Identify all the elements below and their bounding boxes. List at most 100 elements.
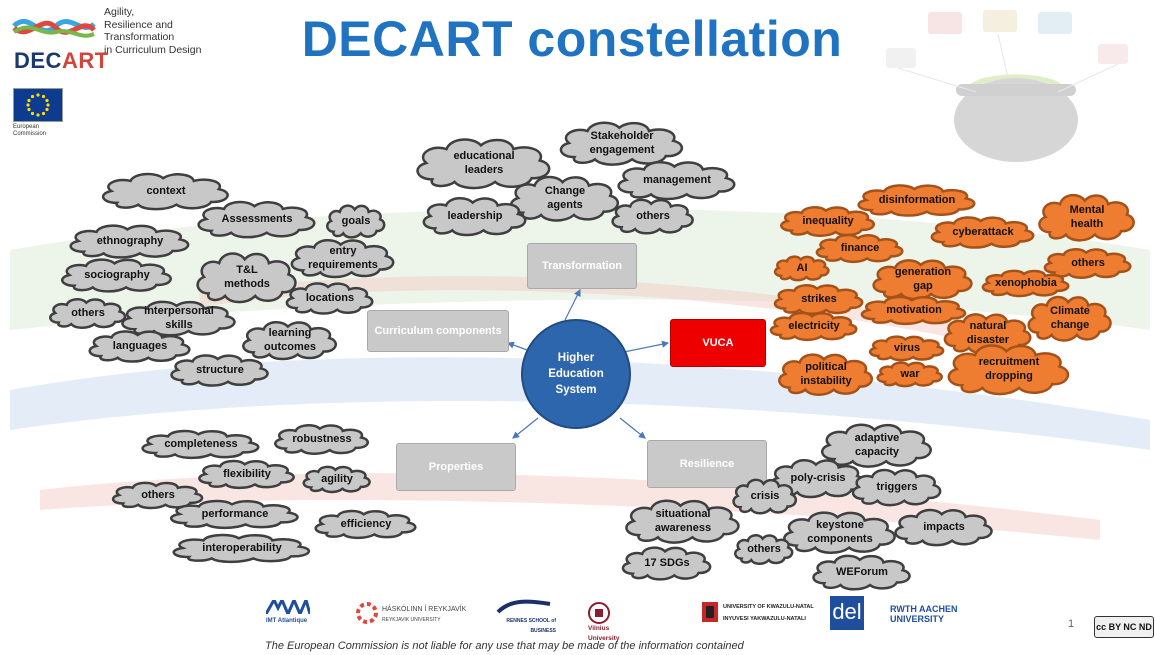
cloud-completeness: completeness [136,428,266,460]
cloud-generation-gap: generation gap [868,256,978,302]
cloud-virus: virus [866,334,948,362]
partner-label: UNIVERSITY OF KWAZULU-NATAL [723,604,814,610]
cloud-shape [866,334,948,362]
cloud-ai: AI [772,254,832,282]
cloud-natural-disaster: natural disaster [940,310,1036,356]
cloud-shape [730,476,800,516]
cloud-label: structure [196,364,244,376]
cloud-shape [890,506,998,548]
cloud-shape [192,198,322,240]
cloud-shape [620,496,746,546]
cloud-climate-change: Climate change [1024,292,1116,344]
cloud-label: others [71,307,105,319]
cloud-others-vuca: others [1040,246,1136,280]
cloud-shape [848,466,946,508]
cloud-label: others [747,543,781,555]
cloud-label: languages [112,340,168,352]
logo-del: del [830,596,864,630]
category-curriculum-components: Curriculum components [367,310,509,352]
cloud-shape [505,172,625,224]
decart-logo-text: DECART [14,48,109,73]
cloud-weforum: WEForum [808,552,916,592]
imt-mark-icon [264,595,312,618]
rennes-mark-icon [496,599,551,614]
cloud-shape [778,508,902,556]
center-higher-education-system: Higher Education System [521,319,631,429]
cloud-label: Climate change [1050,305,1090,331]
cloud-management: management [612,158,742,202]
partner-label: RENNES SCHOOL of BUSINESS [506,618,556,634]
cloud-label: entry requirements [308,245,378,271]
cloud-performance: performance [164,498,306,530]
partner-label: Vilnius University [588,625,620,642]
tagline-line: Agility, [104,6,135,18]
cloud-shape [324,202,388,240]
cloud-shape [618,544,716,582]
cloud-shape [410,134,558,192]
cloud-shape [194,458,300,490]
cloud-label: political instability [800,361,852,387]
cloud-goals: goals [324,202,388,240]
category-vuca: VUCA [670,319,766,367]
cloud-label: robustness [292,433,352,445]
cloud-shape [612,158,742,202]
cloud-shape [96,170,236,212]
cloud-shape [418,194,532,238]
slide-title: DECART constellation [301,11,843,67]
decart-logo-mark [12,18,96,38]
cloud-assessments: Assessments [192,198,322,240]
cloud-label: Change agents [544,185,586,211]
cloud-shape [64,222,196,260]
cloud-shape [1024,292,1116,344]
cloud-label: war [900,368,920,380]
cloud-label: T&L methods [224,264,270,290]
cloud-shape [46,296,130,330]
cloud-robustness: robustness [270,422,374,456]
arrow-curriculum [506,341,528,351]
cloud-efficiency: efficiency [310,508,422,540]
cloud-label: completeness [164,438,238,450]
logo-rwth-aachen: RWTH AACHEN UNIVERSITY [890,604,964,624]
cloud-label: adaptive capacity [854,432,900,458]
cloud-label: natural disaster [966,320,1010,346]
arrow-transformation [564,288,581,321]
cloud-label: inequality [802,215,854,227]
cloud-situational-awareness: situational awareness [620,496,746,546]
cloud-shape [812,232,908,264]
partner-label: REYKJAVIK UNIVERSITY [382,617,441,623]
category-resilience: Resilience [647,440,767,488]
cloud-others-resilience: others [732,532,796,566]
cloud-label: generation gap [894,266,952,292]
cloud-shape [192,248,302,306]
cloud-educational-leaders: educational leaders [410,134,558,192]
cloud-structure: structure [166,352,274,388]
cloud-label: management [643,174,711,186]
cloud-shape [776,204,880,238]
cloud-label: impacts [923,521,965,533]
cloud-shape [300,464,374,494]
cloud-motivation: motivation [856,294,972,326]
logo-imt-atlantique: IMT Atlantique [264,595,336,626]
cloud-17-sdgs: 17 SDGs [618,544,716,582]
cloud-label: sociography [84,269,150,281]
cloud-shape [1034,190,1140,244]
cloud-label: keystone components [807,519,873,545]
cloud-shape [732,532,796,566]
center-label: Higher Education System [548,352,604,396]
cloud-label: leadership [447,210,503,222]
cloud-adaptive-capacity: adaptive capacity [816,420,938,470]
partner-label: HÁSKÓLINN Í REYKJAVÍK [382,606,467,613]
partner-label: INYUVESI YAKWAZULU-NATALI [723,616,806,622]
cloud-shape [84,328,196,364]
cloud-label: others [636,210,670,222]
cloud-shape [766,310,862,342]
cloud-label: goals [341,215,371,227]
cloud-shape [852,182,982,218]
cloud-label: locations [305,292,355,304]
arrow-properties [512,417,539,439]
cloud-shape [816,420,938,470]
cloud-label: crisis [750,490,780,502]
cloud-label: flexibility [223,468,271,480]
kzn-mark-icon [702,602,718,622]
